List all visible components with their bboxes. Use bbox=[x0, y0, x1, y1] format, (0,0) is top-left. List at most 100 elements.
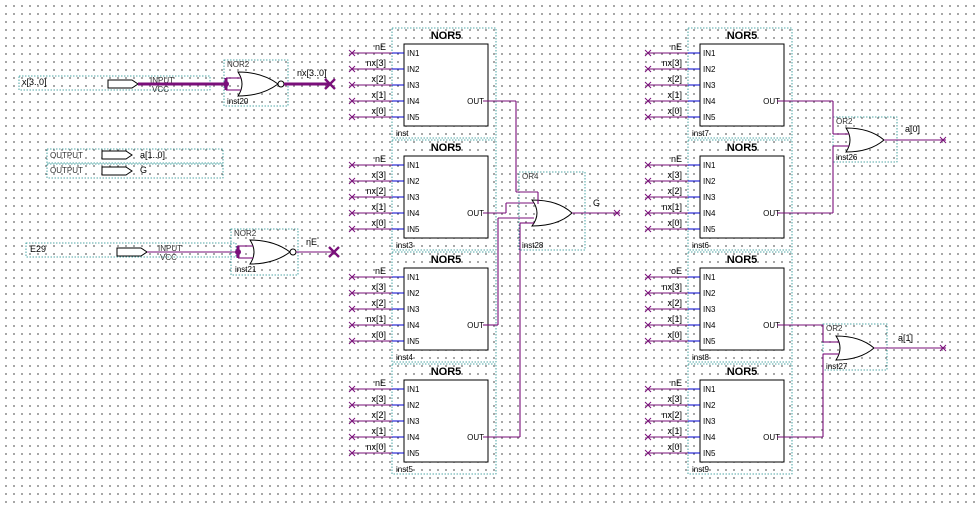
pin-out: OUT bbox=[763, 321, 780, 330]
unconnected-input-marker bbox=[348, 433, 356, 441]
input-pin-e-name: E29 bbox=[30, 244, 46, 254]
nor5-block-5[interactable]: NOR5IN1nEIN2x[3]IN3x[2]IN4nx[1]IN5x[0]OU… bbox=[644, 139, 793, 251]
pin-in3: IN3 bbox=[703, 81, 716, 90]
nor5-block-4[interactable]: NOR5IN1nEIN2nx[3]IN3x[2]IN4x[1]IN5x[0]OU… bbox=[644, 27, 793, 139]
nor5-frame bbox=[391, 27, 497, 139]
nor5-block-0[interactable]: NOR5IN1nEIN2nx[3]IN3x[2]IN4x[1]IN5x[0]OU… bbox=[348, 27, 497, 139]
nor2-inst20-inst: inst20 bbox=[227, 97, 249, 106]
unconnected-input-marker bbox=[644, 113, 652, 121]
pin-in4: IN4 bbox=[703, 97, 716, 106]
input-net-label: oE bbox=[671, 266, 682, 276]
pin-in1: IN1 bbox=[407, 49, 420, 58]
nor2-gate-inst20[interactable]: NOR2 inst20 bbox=[223, 59, 289, 107]
pin-in5: IN5 bbox=[407, 449, 420, 458]
pin-in5: IN5 bbox=[703, 337, 716, 346]
nor5-inst: inst5 bbox=[396, 465, 413, 474]
nor5-inst: inst bbox=[396, 129, 409, 138]
or4-gate-inst28[interactable]: OR4 inst28 bbox=[518, 171, 586, 251]
nor2-gate-inst21[interactable]: NOR2 inst21 bbox=[230, 228, 299, 276]
pin-out: OUT bbox=[467, 97, 484, 106]
input-net-label: x[0] bbox=[371, 218, 386, 228]
input-net-label: x[3] bbox=[371, 170, 386, 180]
pin-in4: IN4 bbox=[703, 321, 716, 330]
or2-gate-inst26[interactable]: OR2 inst26 bbox=[832, 116, 898, 163]
pin-in4: IN4 bbox=[703, 209, 716, 218]
unconnected-input-marker bbox=[348, 81, 356, 89]
pin-in4: IN4 bbox=[407, 433, 420, 442]
nor5-block-6[interactable]: NOR5IN1oEIN2nx[3]IN3x[2]IN4x[1]IN5x[0]OU… bbox=[644, 251, 793, 363]
input-net-label: x[1] bbox=[667, 314, 682, 324]
nor5-block-2[interactable]: NOR5IN1nEIN2x[3]IN3x[2]IN4nx[1]IN5x[0]OU… bbox=[348, 251, 497, 363]
unconnected-input-marker bbox=[644, 433, 652, 441]
input-pin-e-type: INPUT bbox=[158, 244, 182, 253]
unconnected-input-marker bbox=[348, 337, 356, 345]
or2-gate-inst27[interactable]: OR2 inst27 bbox=[822, 323, 888, 371]
pin-in4: IN4 bbox=[407, 321, 420, 330]
pin-in2: IN2 bbox=[407, 401, 420, 410]
nor5-title: NOR5 bbox=[727, 254, 758, 266]
pin-in4: IN4 bbox=[407, 209, 420, 218]
unconnected-input-marker bbox=[644, 225, 652, 233]
pin-out: OUT bbox=[763, 97, 780, 106]
nor5-body bbox=[699, 379, 785, 463]
or2-inst26-type: OR2 bbox=[836, 117, 853, 126]
nor5-body bbox=[403, 379, 489, 463]
input-net-label: nE bbox=[375, 378, 386, 388]
nor5-block-7[interactable]: NOR5IN1nEIN2x[3]IN3nx[2]IN4x[1]IN5x[0]OU… bbox=[644, 363, 793, 475]
nor5-inst: inst9 bbox=[692, 465, 709, 474]
pin-in5: IN5 bbox=[703, 449, 716, 458]
unconnected-input-marker bbox=[644, 81, 652, 89]
pin-in3: IN3 bbox=[407, 417, 420, 426]
input-net-label: x[2] bbox=[371, 298, 386, 308]
input-net-label: x[3] bbox=[371, 282, 386, 292]
net-label-g: G bbox=[593, 198, 600, 208]
nor5-block-3[interactable]: NOR5IN1nEIN2x[3]IN3x[2]IN4x[1]IN5nx[0]OU… bbox=[348, 363, 497, 475]
input-net-label: nE bbox=[671, 42, 682, 52]
input-net-label: x[2] bbox=[371, 410, 386, 420]
unconnected-input-marker bbox=[644, 305, 652, 313]
input-net-label: nx[1] bbox=[662, 202, 682, 212]
input-net-label: nE bbox=[671, 378, 682, 388]
input-net-label: x[0] bbox=[667, 442, 682, 452]
input-net-label: x[0] bbox=[371, 330, 386, 340]
unconnected-input-marker bbox=[348, 273, 356, 281]
unconnected-input-marker bbox=[348, 401, 356, 409]
input-pin-x-type: INPUT bbox=[150, 76, 174, 85]
unconnected-input-marker bbox=[644, 49, 652, 57]
pin-out: OUT bbox=[467, 209, 484, 218]
nor5-frame bbox=[687, 139, 793, 251]
nor5-title: NOR5 bbox=[431, 366, 462, 378]
nor5-frame bbox=[391, 363, 497, 475]
input-pin-x-name: x[3..0] bbox=[22, 77, 47, 87]
input-net-label: nE bbox=[375, 154, 386, 164]
pin-in3: IN3 bbox=[407, 193, 420, 202]
pin-in3: IN3 bbox=[703, 417, 716, 426]
input-net-label: x[1] bbox=[371, 90, 386, 100]
nor2-inst21-type: NOR2 bbox=[234, 229, 257, 238]
nor5-body bbox=[403, 155, 489, 239]
input-net-label: x[3] bbox=[667, 394, 682, 404]
input-pin-e-vcc: VCC bbox=[160, 253, 177, 262]
input-net-label: nx[3] bbox=[662, 58, 682, 68]
output-pin-g[interactable]: OUTPUT G bbox=[46, 163, 224, 179]
unconnected-input-marker bbox=[644, 449, 652, 457]
input-net-label: x[2] bbox=[667, 186, 682, 196]
pin-in2: IN2 bbox=[407, 65, 420, 74]
unconnected-input-marker bbox=[348, 289, 356, 297]
input-net-label: x[3] bbox=[371, 394, 386, 404]
net-label-a1: a[1] bbox=[898, 333, 913, 343]
pin-in1: IN1 bbox=[407, 273, 420, 282]
pin-in2: IN2 bbox=[703, 401, 716, 410]
nor5-inst: inst3 bbox=[396, 241, 413, 250]
input-net-label: nx[0] bbox=[366, 442, 386, 452]
unconnected-input-marker bbox=[348, 113, 356, 121]
input-net-label: nx[2] bbox=[662, 410, 682, 420]
nor5-frame bbox=[687, 27, 793, 139]
input-net-label: nx[3] bbox=[662, 282, 682, 292]
pin-in5: IN5 bbox=[703, 225, 716, 234]
nor5-body bbox=[403, 43, 489, 127]
nor5-block-1[interactable]: NOR5IN1nEIN2x[3]IN3nx[2]IN4x[1]IN5x[0]OU… bbox=[348, 139, 497, 251]
output-pin-a[interactable]: OUTPUT a[1..0] bbox=[46, 148, 224, 164]
pin-out: OUT bbox=[467, 321, 484, 330]
